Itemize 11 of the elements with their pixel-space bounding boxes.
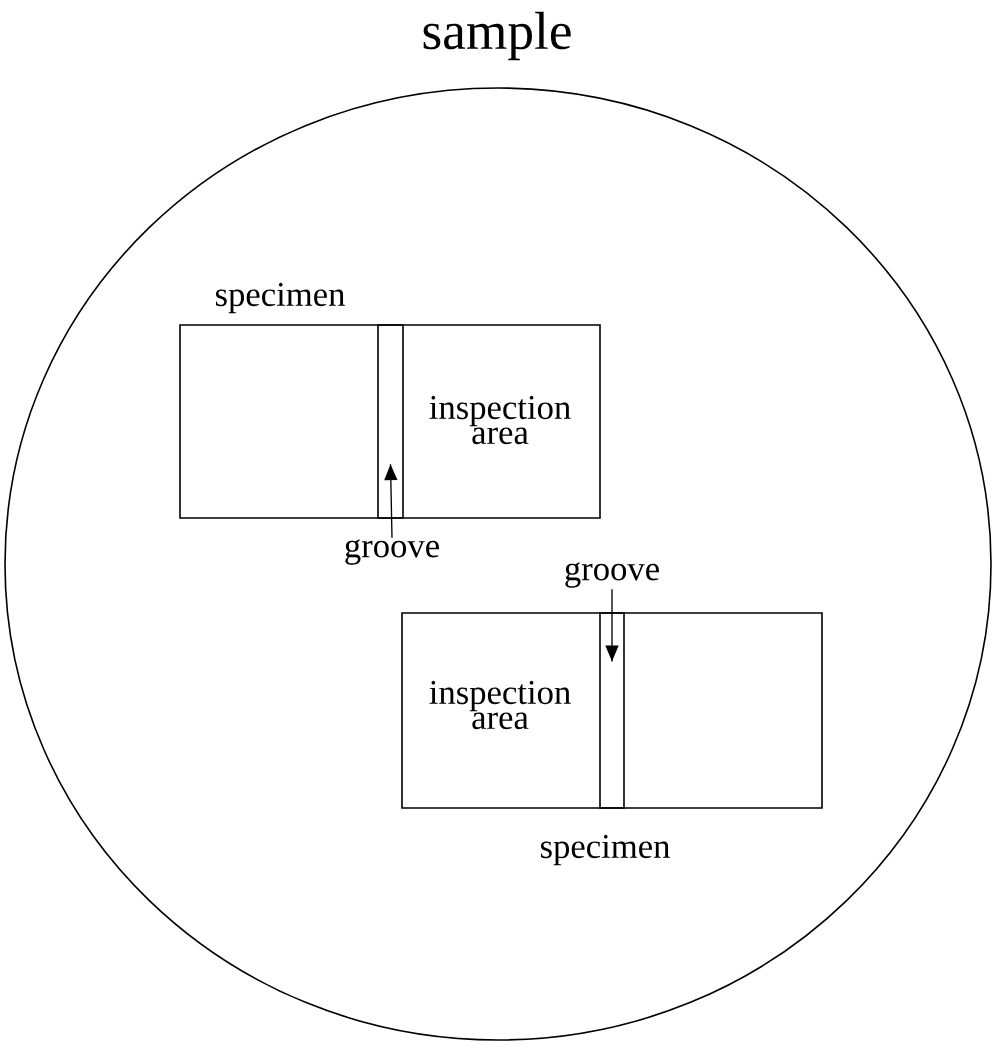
- groove-label: groove: [565, 562, 659, 588]
- arrow: [605, 588, 619, 663]
- groove-strip: [377, 324, 404, 519]
- disc-title: sample: [423, 11, 571, 61]
- groove-label: groove: [345, 539, 439, 565]
- groove-strip: [599, 612, 625, 809]
- box-title: specimen: [215, 282, 345, 314]
- arrow: [384, 463, 398, 539]
- area-label: inspection area: [429, 395, 571, 445]
- area-label: inspection area: [429, 680, 571, 730]
- box-title: specimen: [540, 834, 670, 866]
